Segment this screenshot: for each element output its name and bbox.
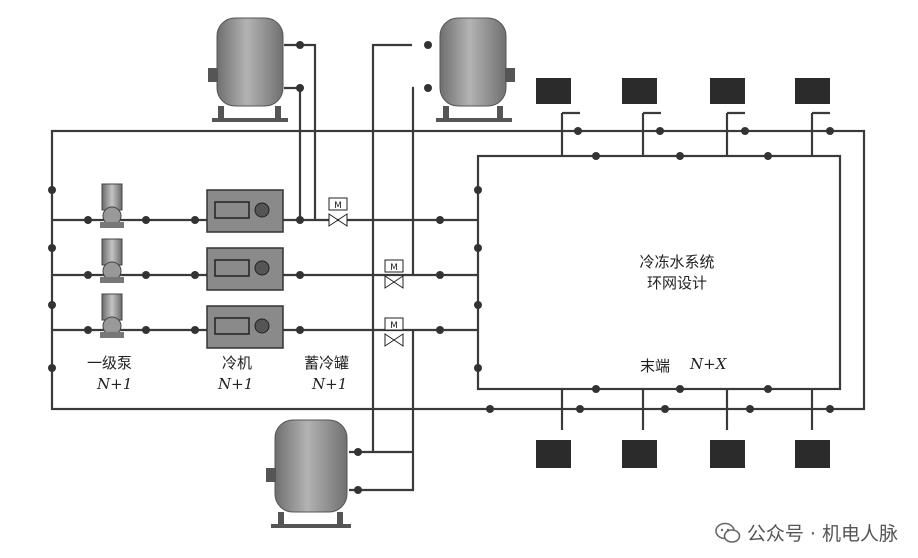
tank2-branch bbox=[371, 43, 412, 454]
loop-title: 冷冻水系统 环网设计 bbox=[622, 252, 732, 294]
outer-supply-ring bbox=[50, 129, 866, 411]
loop-title-line2: 环网设计 bbox=[646, 274, 707, 292]
chiller-2 bbox=[206, 247, 284, 291]
terminal-unit-top-3 bbox=[710, 78, 745, 104]
motorized-valve-3: M bbox=[384, 317, 404, 347]
wechat-icon bbox=[715, 522, 741, 543]
storage-tank-bottom bbox=[266, 419, 351, 528]
svg-text:M: M bbox=[334, 201, 342, 211]
terminal-unit-bottom-3 bbox=[710, 440, 745, 468]
pump-count: N+1 bbox=[97, 375, 133, 393]
primary-pump-3 bbox=[100, 293, 124, 338]
watermark-text: 公众号 · 机电人脉 bbox=[746, 523, 898, 545]
chiller-count: N+1 bbox=[218, 375, 254, 393]
tank-bottom-branch bbox=[349, 330, 415, 492]
piping-network bbox=[50, 43, 866, 492]
motorized-valve-1: M bbox=[328, 197, 348, 227]
tank-count: N+1 bbox=[312, 375, 348, 393]
tank-label: 蓄冷罐 bbox=[304, 354, 350, 372]
terminal-unit-bottom-2 bbox=[622, 440, 657, 468]
chiller-3 bbox=[206, 305, 284, 349]
terminal-unit-top-2 bbox=[622, 78, 657, 104]
loop-title-line1: 冷冻水系统 bbox=[639, 253, 715, 271]
primary-pump-1 bbox=[100, 183, 124, 228]
tank3-branch bbox=[411, 86, 415, 275]
watermark: 公众号 · 机电人脉 bbox=[715, 519, 898, 546]
ball-valves bbox=[48, 41, 834, 494]
terminal-unit-top-1 bbox=[536, 78, 571, 104]
inner-terminal-loop bbox=[476, 154, 842, 391]
chiller-label: 冷机 bbox=[222, 354, 253, 372]
terminal-unit-top-4 bbox=[795, 78, 830, 104]
motorized-valve-2: M bbox=[384, 259, 404, 289]
terminal-count: N+X bbox=[690, 355, 727, 373]
terminal-label: 末端 bbox=[640, 357, 671, 375]
storage-tank-top-left bbox=[208, 17, 288, 122]
terminal-unit-bottom-4 bbox=[795, 440, 830, 468]
tank1-branch bbox=[284, 43, 317, 220]
tank1-lower-branch bbox=[284, 86, 302, 220]
svg-text:M: M bbox=[390, 263, 398, 273]
chiller-1 bbox=[206, 189, 284, 233]
primary-pump-2 bbox=[100, 238, 124, 283]
svg-text:M: M bbox=[390, 321, 398, 331]
storage-tank-top-right bbox=[436, 17, 515, 122]
terminal-unit-bottom-1 bbox=[536, 440, 571, 468]
pump-label: 一级泵 bbox=[87, 354, 133, 372]
